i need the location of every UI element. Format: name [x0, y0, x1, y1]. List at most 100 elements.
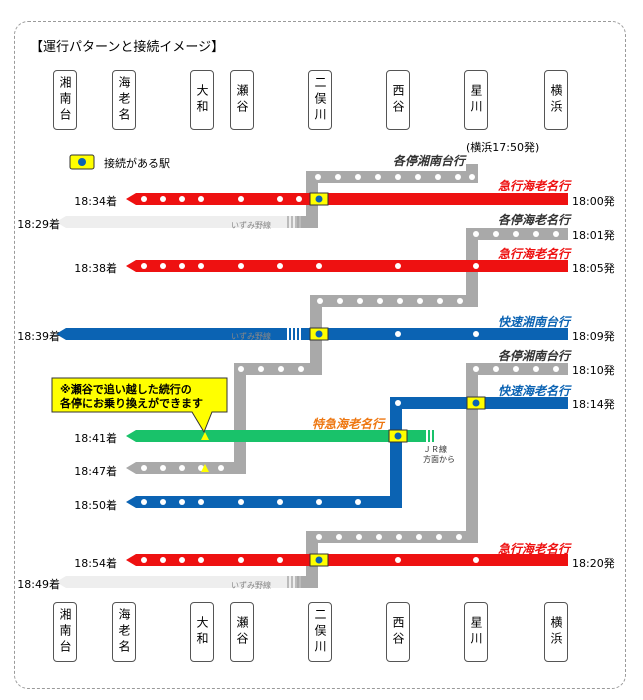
hatch-izumino-2-4	[299, 576, 301, 588]
jr-line-label: ＪＲ線	[423, 444, 447, 454]
arrowhead-semi-1	[56, 328, 66, 340]
stop-local-3d-1	[141, 465, 147, 471]
stop-rapid-2-9	[473, 263, 479, 269]
departure-time-5: 18:10発	[572, 363, 615, 377]
arrowhead-limited	[126, 430, 136, 442]
stop-semi-2-3	[179, 499, 185, 505]
stop-rapid-3-8	[473, 557, 479, 563]
stop-rapid-2-8	[395, 263, 401, 269]
stop-local-2a-4	[533, 366, 539, 372]
hatch-izumino-1-4	[299, 216, 301, 228]
stop-local-1-1	[315, 174, 321, 180]
legend-marker-dot	[78, 158, 86, 166]
stop-local-2b-6	[416, 534, 422, 540]
hatch-izumino-2-2	[291, 576, 293, 588]
stop-local-3a-4	[533, 231, 539, 237]
station-hoshikawa-top: 星川	[464, 70, 488, 130]
arrival-time-3: 18:38着	[74, 261, 117, 275]
hatch-jr-1	[420, 430, 422, 442]
stop-local-1-8	[455, 174, 461, 180]
stop-local-2b-3	[356, 534, 362, 540]
station-yokohama-bottom: 横浜	[544, 602, 568, 662]
station-futamatagawa-bottom: 二俣川	[308, 602, 332, 662]
stop-semi-2-5	[238, 499, 244, 505]
seya-marker-local	[201, 464, 209, 472]
arrowhead-izumino-1	[56, 216, 66, 228]
arrowhead-rapid-3	[126, 554, 136, 566]
arrival-time-1: 18:34着	[74, 194, 117, 208]
transfer-callout: ※瀬谷で追い越した続行の 各停にお乗り換えができます	[51, 377, 228, 434]
stop-rapid-2-6	[277, 263, 283, 269]
hatch-izumino-semi-4	[299, 328, 301, 340]
stop-local-3a-2	[493, 231, 499, 237]
stop-local-2b-2	[336, 534, 342, 540]
legend: 接続がある駅	[69, 154, 170, 170]
stop-rapid-1-6	[277, 196, 283, 202]
stop-local-1-9	[469, 174, 475, 180]
hatch-izumino-semi-2	[291, 328, 293, 340]
stop-semi-2b-1	[395, 400, 401, 406]
connect-futamatagawa-2-dot	[315, 330, 323, 338]
stop-rapid-1-2	[160, 196, 166, 202]
stop-rapid-1-5	[238, 196, 244, 202]
stop-local-2a-3	[513, 366, 519, 372]
stop-local-3b-1	[317, 298, 323, 304]
arrival-time-7: 18:50着	[74, 498, 117, 512]
stop-local-3b-7	[437, 298, 443, 304]
type-label-limited-ebina: 特急海老名行	[312, 417, 386, 431]
stop-local-3d-3	[179, 465, 185, 471]
station-yamato-top: 大和	[190, 70, 214, 130]
hatch-izumino-semi-3	[295, 328, 297, 340]
departure-time-1: 18:00発	[572, 194, 615, 208]
hatch-jr-3	[428, 430, 430, 442]
hatch-jr-2	[424, 430, 426, 442]
hatch-izumino-2-3	[295, 576, 297, 588]
stop-semi-2-8	[355, 499, 361, 505]
stop-rapid-2-2	[160, 263, 166, 269]
stop-local-2a-5	[553, 366, 559, 372]
stop-local-1-3	[355, 174, 361, 180]
station-ebina-top: 海老名	[112, 70, 136, 130]
stop-local-2a-1	[473, 366, 479, 372]
station-shonandai-bottom: 湘南台	[53, 602, 77, 662]
type-label-semi-ebina: 快速海老名行	[498, 384, 572, 398]
local-line-2	[296, 363, 568, 588]
stop-semi-2-6	[277, 499, 283, 505]
connection-markers	[309, 192, 486, 567]
stop-local-2b-4	[376, 534, 382, 540]
stop-semi-2-1	[141, 499, 147, 505]
arrowhead-izumino-2	[56, 576, 66, 588]
stop-local-3c-3	[278, 366, 284, 372]
departure-time-7: 18:20発	[572, 556, 615, 570]
diagram-frame	[14, 21, 626, 689]
type-label-local-ebina: 各停海老名行	[498, 213, 572, 227]
stop-local-2b-1	[316, 534, 322, 540]
arrival-time-2: 18:29着	[17, 217, 60, 231]
stop-rapid-1-4	[198, 196, 204, 202]
hatch-izumino-1-2	[291, 216, 293, 228]
stop-dots	[141, 174, 559, 563]
stop-rapid-3-7	[395, 557, 401, 563]
stop-rapid-2-7	[316, 263, 322, 269]
type-label-local-shonandai-2: 各停湘南台行	[498, 349, 572, 363]
stop-local-3c-2	[258, 366, 264, 372]
station-seya-top: 瀬谷	[230, 70, 254, 130]
station-seya-bottom: 瀬谷	[230, 602, 254, 662]
stop-local-2b-7	[436, 534, 442, 540]
callout-line1: ※瀬谷で追い越した続行の	[60, 382, 192, 396]
connect-futamatagawa-3-dot	[315, 556, 323, 564]
arrival-time-5: 18:41着	[74, 431, 117, 445]
stop-local-1-5	[395, 174, 401, 180]
stop-local-3d-5	[218, 465, 224, 471]
stop-local-3a-3	[513, 231, 519, 237]
stop-rapid-3-3	[179, 557, 185, 563]
stop-semi-1-1	[395, 331, 401, 337]
stop-semi-2-4	[198, 499, 204, 505]
stop-rapid-2-5	[238, 263, 244, 269]
local-line-1	[296, 164, 478, 228]
type-label-local-shonandai-1: 各停湘南台行	[393, 154, 467, 168]
stop-local-3a-5	[553, 231, 559, 237]
hatch-izumino-1-3	[295, 216, 297, 228]
type-label-rapid-ebina-2: 急行海老名行	[498, 247, 572, 261]
